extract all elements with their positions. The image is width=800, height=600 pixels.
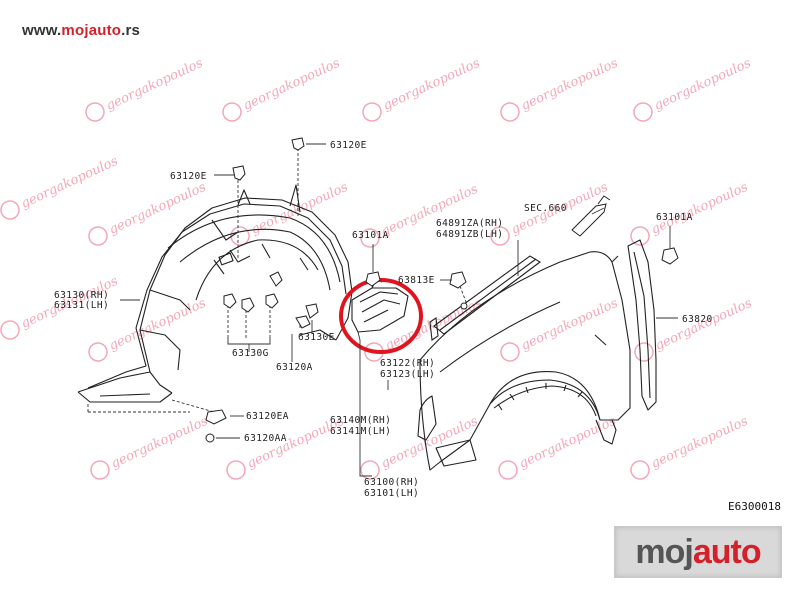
clip-icon (205, 409, 227, 425)
clip-icon (241, 297, 255, 313)
watermark-logo: georgakopoulos (630, 414, 751, 480)
watermark-text: georgakopoulos (107, 296, 209, 354)
part-label: 64891ZA(RH) (436, 218, 503, 229)
watermark-logo: georgakopoulos (85, 56, 206, 122)
clip-icon (232, 165, 246, 181)
leader-lines-right (591, 207, 678, 319)
watermark-text: georgakopoulos (104, 56, 206, 114)
fasteners-right (661, 247, 679, 265)
watermark-logo: georgakopoulos (90, 414, 211, 480)
fasteners-left (205, 137, 319, 443)
leader-lines-center (357, 244, 374, 477)
part-label: 63141M(LH) (330, 426, 391, 437)
watermark-text: georgakopoulos (652, 56, 754, 114)
clip-icon (265, 293, 279, 309)
part-label: 63820 (682, 314, 713, 325)
part-label: 63130(RH) (54, 290, 109, 301)
part-labels: 63120E 63120E 63130(RH) 63131(LH) 63130G… (54, 140, 781, 513)
part-label: 63100(RH) (364, 477, 419, 488)
highlight-circle (339, 278, 423, 354)
part-label: 63101(LH) (364, 488, 419, 499)
clip-icon (295, 315, 311, 329)
sec660-bracket (571, 195, 611, 237)
part-label: 63101A (656, 212, 693, 223)
watermark-logo: georgakopoulos (633, 56, 754, 122)
watermark-logo: georgakopoulos (230, 180, 351, 246)
part-label: 63813E (398, 275, 435, 286)
part-label: 63122(RH) (380, 358, 435, 369)
brand-logo-right: auto (692, 532, 762, 571)
watermark-text: georgakopoulos (381, 56, 483, 114)
front-fender (417, 251, 631, 471)
clip-icon (449, 271, 467, 289)
watermark-logo: georgakopoulos (634, 296, 755, 362)
watermark-text: georgakopoulos (107, 180, 209, 238)
watermark-text: georgakopoulos (649, 180, 751, 238)
screw-icon (205, 433, 215, 443)
part-label: 63120EA (246, 411, 289, 422)
watermark-text: georgakopoulos (19, 154, 121, 212)
part-label: 63140M(RH) (330, 415, 391, 426)
part-label: 63123(LH) (380, 369, 435, 380)
part-label: 63130E (298, 332, 335, 343)
watermark-logo: georgakopoulos (0, 154, 121, 220)
part-label: 63101A (352, 230, 389, 241)
leader-lines-solid-left (120, 143, 326, 439)
brand-logo-left: moj (635, 532, 693, 571)
watermark-logo: georgakopoulos (222, 56, 343, 122)
splash-shield (627, 239, 657, 411)
part-label: 63120E (330, 140, 367, 151)
screw-icon (460, 302, 468, 310)
watermark-logo: georgakopoulos (500, 56, 621, 122)
clip-icon (269, 271, 283, 287)
part-label: SEC.660 (524, 203, 567, 214)
part-label: 63120AA (244, 433, 287, 444)
watermark-text: georgakopoulos (109, 414, 211, 472)
clip-icon (305, 303, 319, 319)
clip-icon (365, 271, 381, 287)
clip-icon (291, 137, 305, 151)
watermark-logo: georgakopoulos (362, 56, 483, 122)
part-label: 63120A (276, 362, 313, 373)
part-label: 64891ZB(LH) (436, 229, 503, 240)
watermark-text: georgakopoulos (379, 414, 481, 472)
diagram-code: E6300018 (728, 500, 781, 513)
url-suffix: .rs (121, 22, 141, 39)
url-brand: mojauto (61, 22, 122, 39)
part-label: 63131(LH) (54, 300, 109, 311)
watermark-logo: georgakopoulos (226, 414, 347, 480)
clip-63101a-mid (365, 271, 381, 287)
part-label: 63130G (232, 348, 269, 359)
inner-fender-liner (77, 184, 353, 403)
fasteners-center (449, 271, 468, 310)
fender-bracket (351, 279, 409, 333)
watermark-text: georgakopoulos (649, 414, 751, 472)
fender-molding (429, 255, 541, 341)
watermark-text: georgakopoulos (517, 414, 619, 472)
leader-lines-molding (440, 240, 519, 303)
clip-icon (223, 293, 237, 309)
watermark-text: georgakopoulos (519, 56, 621, 114)
clip-icon (661, 247, 679, 265)
part-label: 63120E (170, 171, 207, 182)
watermark-logo: georgakopoulos (88, 180, 209, 246)
watermark-logo: georgakopoulos (500, 296, 621, 362)
url-prefix: www. (22, 22, 62, 39)
watermark-logo: georgakopoulos (498, 414, 619, 480)
watermark-text: georgakopoulos (241, 56, 343, 114)
site-url[interactable]: www.mojauto.rs (22, 22, 140, 39)
